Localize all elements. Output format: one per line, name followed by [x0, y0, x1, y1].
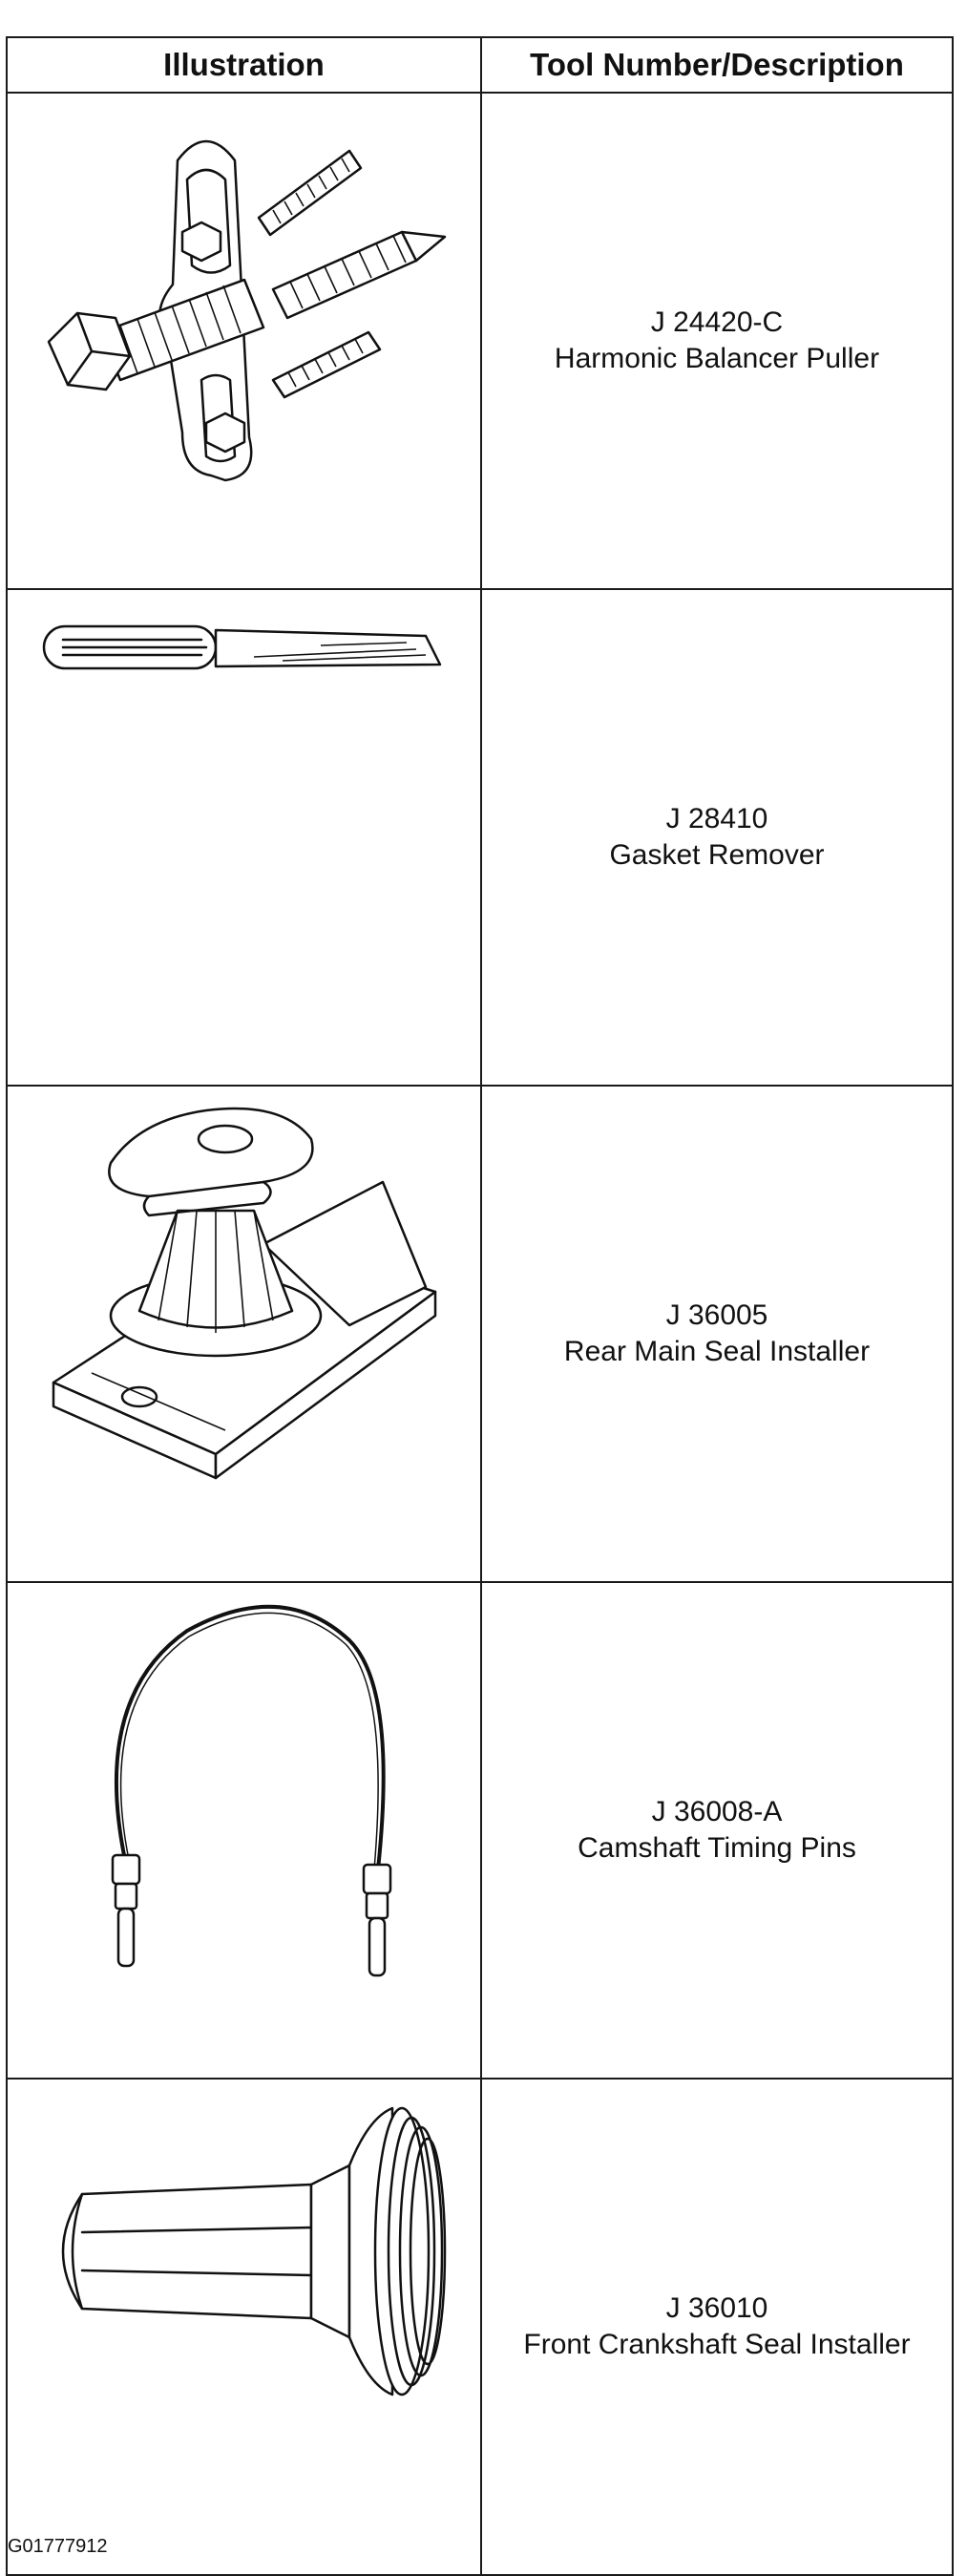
tool-number: J 36010 — [665, 2292, 768, 2324]
tool-number: J 24420-C — [650, 306, 784, 338]
tool-description-cell: J 28410 Gasket Remover — [480, 588, 954, 1087]
table-row: J 36008-A Camshaft Timing Pins — [6, 1581, 954, 2080]
header-illustration: Illustration — [6, 36, 482, 94]
figure-code: G01777912 — [8, 2536, 108, 2557]
table-header-row: Illustration Tool Number/Description — [6, 36, 954, 94]
tool-number: J 36005 — [665, 1299, 768, 1331]
camshaft-timing-pins-icon — [111, 1604, 391, 1977]
illustration-cell — [6, 2078, 482, 2576]
tool-name: Gasket Remover — [609, 839, 825, 871]
table-row: J 24420-C Harmonic Balancer Puller — [6, 92, 954, 590]
tool-name: Camshaft Timing Pins — [578, 1832, 856, 1864]
header-tool-description: Tool Number/Description — [480, 36, 954, 94]
tool-number: J 36008-A — [651, 1796, 783, 1827]
table-row: J 28410 Gasket Remover — [6, 588, 954, 1087]
tool-description-cell: J 36008-A Camshaft Timing Pins — [480, 1581, 954, 2080]
gasket-remover-icon — [42, 624, 441, 670]
tool-name: Front Crankshaft Seal Installer — [523, 2329, 911, 2360]
table-row: J 36010 Front Crankshaft Seal Installer — [6, 2078, 954, 2576]
tool-name: Harmonic Balancer Puller — [554, 343, 880, 374]
harmonic-balancer-puller-icon — [47, 139, 446, 482]
rear-main-seal-installer-icon — [52, 1107, 436, 1480]
front-crankshaft-seal-installer-icon — [61, 2106, 446, 2397]
table-row: J 36005 Rear Main Seal Installer — [6, 1085, 954, 1583]
illustration-cell — [6, 1581, 482, 2080]
illustration-cell — [6, 1085, 482, 1583]
illustration-cell — [6, 588, 482, 1087]
illustration-cell — [6, 92, 482, 590]
tool-number: J 28410 — [665, 803, 768, 834]
tool-description-cell: J 36005 Rear Main Seal Installer — [480, 1085, 954, 1583]
special-tools-table: Illustration Tool Number/Description — [6, 36, 954, 2576]
tool-name: Rear Main Seal Installer — [563, 1336, 871, 1367]
tool-description-cell: J 24420-C Harmonic Balancer Puller — [480, 92, 954, 590]
tool-description-cell: J 36010 Front Crankshaft Seal Installer — [480, 2078, 954, 2576]
